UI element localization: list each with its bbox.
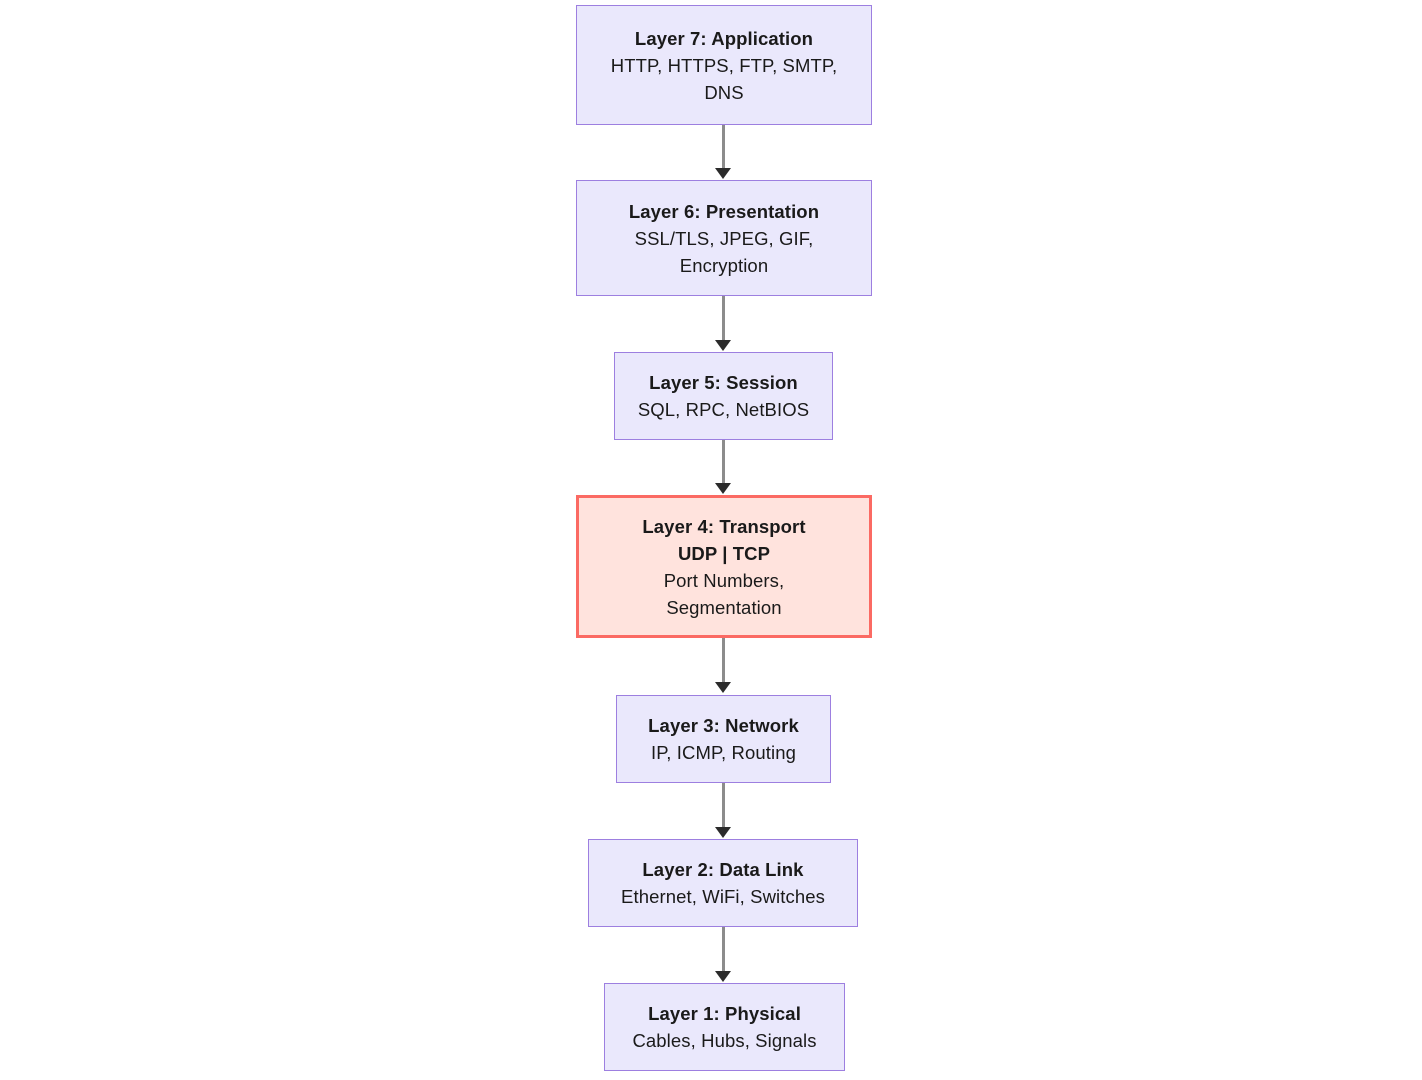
edge-layer2-layer1	[722, 927, 725, 972]
node-layer7[interactable]: Layer 7: Application HTTP, HTTPS, FTP, S…	[576, 5, 872, 125]
node-layer6-line-2: Encryption	[679, 254, 769, 276]
node-layer2-line-1: Ethernet, WiFi, Switches	[621, 886, 825, 907]
edge-layer7-layer6	[722, 125, 725, 169]
node-layer7-line-1: HTTP, HTTPS, FTP, SMTP,	[610, 54, 838, 76]
node-layer1-title: Layer 1: Physical	[648, 1003, 801, 1024]
arrowhead-layer5-layer4	[715, 483, 731, 494]
node-layer5[interactable]: Layer 5: Session SQL, RPC, NetBIOS	[614, 352, 833, 440]
node-layer7-title: Layer 7: Application	[634, 27, 814, 49]
arrowhead-layer3-layer2	[715, 827, 731, 838]
node-layer5-title: Layer 5: Session	[649, 372, 798, 393]
node-layer7-line-2: DNS	[704, 81, 744, 103]
arrowhead-layer7-layer6	[715, 168, 731, 179]
edge-layer4-layer3	[722, 638, 725, 683]
node-layer4[interactable]: Layer 4: Transport UDP | TCP Port Number…	[576, 495, 872, 638]
node-layer4-title: Layer 4: Transport	[642, 515, 806, 537]
arrowhead-layer4-layer3	[715, 682, 731, 693]
node-layer6[interactable]: Layer 6: Presentation SSL/TLS, JPEG, GIF…	[576, 180, 872, 296]
edge-layer6-layer5	[722, 296, 725, 341]
node-layer1-line-1: Cables, Hubs, Signals	[632, 1030, 817, 1051]
node-layer4-protocols: UDP | TCP	[677, 542, 771, 564]
node-layer6-line-1: SSL/TLS, JPEG, GIF,	[634, 227, 814, 249]
node-layer6-title: Layer 6: Presentation	[628, 200, 820, 222]
node-layer3-line-1: IP, ICMP, Routing	[651, 742, 796, 763]
node-layer4-line-2: Segmentation	[666, 596, 782, 618]
node-layer2-title: Layer 2: Data Link	[642, 859, 804, 880]
node-layer3-title: Layer 3: Network	[648, 715, 799, 736]
arrowhead-layer6-layer5	[715, 340, 731, 351]
edge-layer5-layer4	[722, 440, 725, 484]
arrowhead-layer2-layer1	[715, 971, 731, 982]
node-layer5-line-1: SQL, RPC, NetBIOS	[637, 399, 810, 420]
edge-layer3-layer2	[722, 783, 725, 828]
node-layer2[interactable]: Layer 2: Data Link Ethernet, WiFi, Switc…	[588, 839, 858, 927]
node-layer4-line-1: Port Numbers,	[663, 569, 785, 591]
node-layer3[interactable]: Layer 3: Network IP, ICMP, Routing	[616, 695, 831, 783]
node-layer1[interactable]: Layer 1: Physical Cables, Hubs, Signals	[604, 983, 845, 1071]
